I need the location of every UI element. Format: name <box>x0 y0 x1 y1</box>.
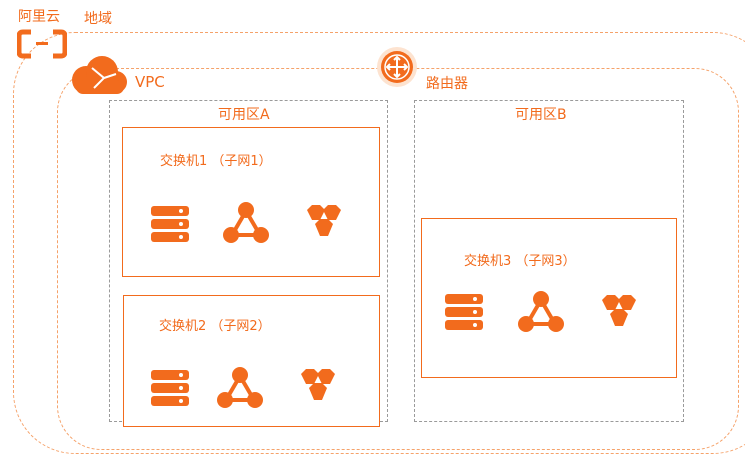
router-icon <box>376 46 418 88</box>
network-node-icon <box>222 201 270 245</box>
vpc-label: VPC <box>135 73 165 91</box>
hexagon-cluster-icon <box>298 368 338 406</box>
router-label: 路由器 <box>426 76 468 92</box>
network-node-icon <box>517 290 565 334</box>
switch-3-label: 交换机3 （子网3） <box>464 254 576 269</box>
server-icon <box>444 292 484 332</box>
server-icon <box>150 368 190 408</box>
switch-1-label: 交换机1 （子网1） <box>160 154 272 169</box>
hexagon-cluster-icon <box>599 294 639 332</box>
switch-2-label: 交换机2 （子网2） <box>159 319 271 334</box>
brand-name: 阿里云 <box>18 9 60 25</box>
server-icon <box>150 204 190 244</box>
zone-b-label: 可用区B <box>515 107 567 123</box>
switch-1-box <box>122 127 380 277</box>
hexagon-cluster-icon <box>304 204 344 242</box>
region-label: 地域 <box>84 11 112 27</box>
aliyun-logo-icon <box>17 28 67 60</box>
network-node-icon <box>216 366 264 410</box>
zone-a-label: 可用区A <box>218 107 270 123</box>
cloud-icon <box>64 54 128 98</box>
